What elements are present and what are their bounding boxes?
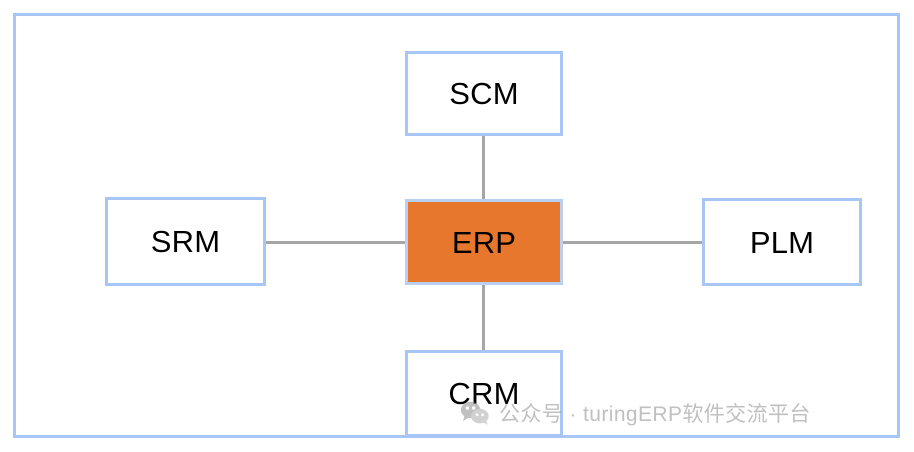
- node-srm[interactable]: SRM: [105, 197, 266, 286]
- node-plm[interactable]: PLM: [702, 198, 862, 286]
- node-crm-label: CRM: [448, 376, 520, 411]
- connector-srm-erp: [266, 241, 405, 244]
- connector-erp-plm: [563, 241, 702, 244]
- node-srm-label: SRM: [150, 224, 221, 259]
- node-erp-label: ERP: [451, 224, 517, 260]
- diagram-frame: SCM SRM ERP PLM CRM: [13, 13, 900, 438]
- node-scm-label: SCM: [449, 76, 519, 111]
- connector-erp-crm: [482, 285, 485, 350]
- node-crm[interactable]: CRM: [405, 350, 563, 437]
- node-scm[interactable]: SCM: [405, 51, 563, 136]
- connector-scm-erp: [482, 136, 485, 199]
- node-erp[interactable]: ERP: [405, 199, 563, 285]
- node-plm-label: PLM: [749, 224, 815, 260]
